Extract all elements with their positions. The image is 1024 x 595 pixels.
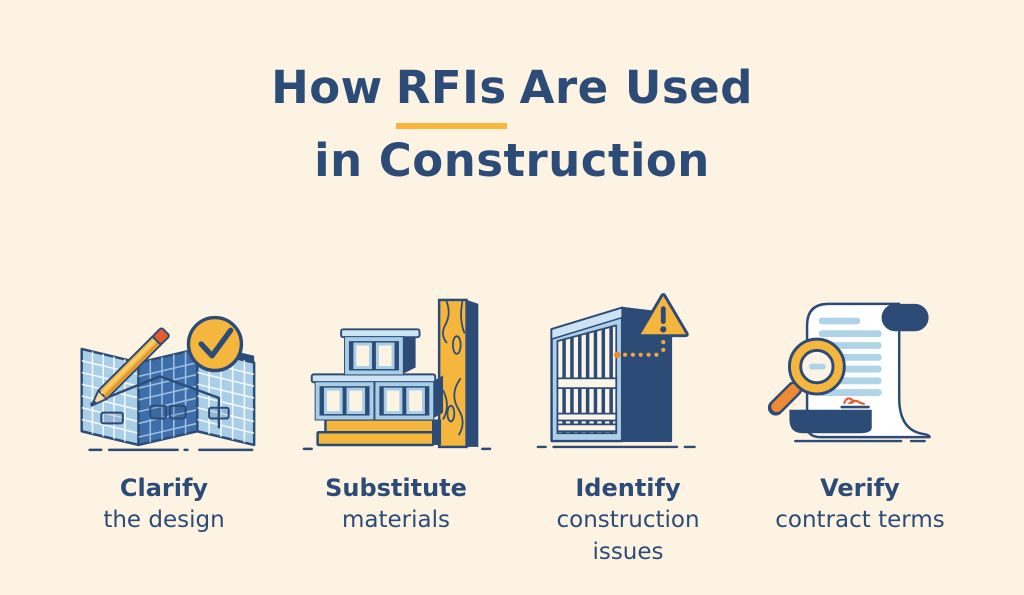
title-prefix: How bbox=[271, 61, 383, 114]
item-verify-contract: Verify contract terms bbox=[761, 280, 959, 569]
item-heading: Identify bbox=[575, 473, 681, 502]
wood-board bbox=[316, 430, 435, 446]
item-heading: Substitute bbox=[325, 473, 467, 502]
magnifier-icon bbox=[767, 337, 846, 416]
check-badge-icon bbox=[186, 315, 244, 372]
cinder-block-row bbox=[310, 373, 444, 421]
item-caption: Clarify the design bbox=[103, 472, 224, 537]
item-heading: Verify bbox=[820, 473, 900, 502]
wood-board bbox=[324, 417, 435, 434]
item-identify-issues: Identify construction issues bbox=[529, 280, 727, 569]
item-substitute-materials: Substitute materials bbox=[297, 280, 495, 569]
item-caption: Verify contract terms bbox=[775, 472, 944, 537]
contract-scroll-magnifier-icon bbox=[767, 302, 931, 443]
blocks-lumber-icon bbox=[302, 298, 492, 450]
item-description: materials bbox=[342, 506, 450, 533]
title-line-2: in Construction bbox=[314, 133, 710, 187]
item-description: contract terms bbox=[775, 506, 945, 533]
item-caption: Identify construction issues bbox=[529, 472, 727, 569]
building-frame-warning-icon bbox=[536, 292, 696, 448]
pencil-icon bbox=[90, 327, 170, 407]
cinder-block-top bbox=[340, 328, 421, 376]
items-row: Clarify the design bbox=[65, 280, 959, 569]
lumber-plank bbox=[437, 298, 479, 448]
alert-trail-dots bbox=[613, 339, 666, 358]
blueprint-pencil-check-icon bbox=[80, 315, 256, 451]
item-heading: Clarify bbox=[119, 473, 209, 502]
roofline-sketch bbox=[90, 374, 221, 429]
item-description: construction issues bbox=[556, 506, 700, 565]
title-highlight-rfis: RFIs bbox=[395, 56, 507, 129]
item-clarify-design: Clarify the design bbox=[65, 280, 263, 569]
item-caption: Substitute materials bbox=[325, 472, 467, 537]
title-suffix: Are Used bbox=[519, 61, 753, 114]
scroll-curl bbox=[881, 303, 929, 332]
stand-base bbox=[789, 409, 872, 433]
item-description: the design bbox=[103, 506, 225, 533]
signature bbox=[840, 397, 870, 409]
warning-triangle-icon bbox=[637, 292, 689, 337]
